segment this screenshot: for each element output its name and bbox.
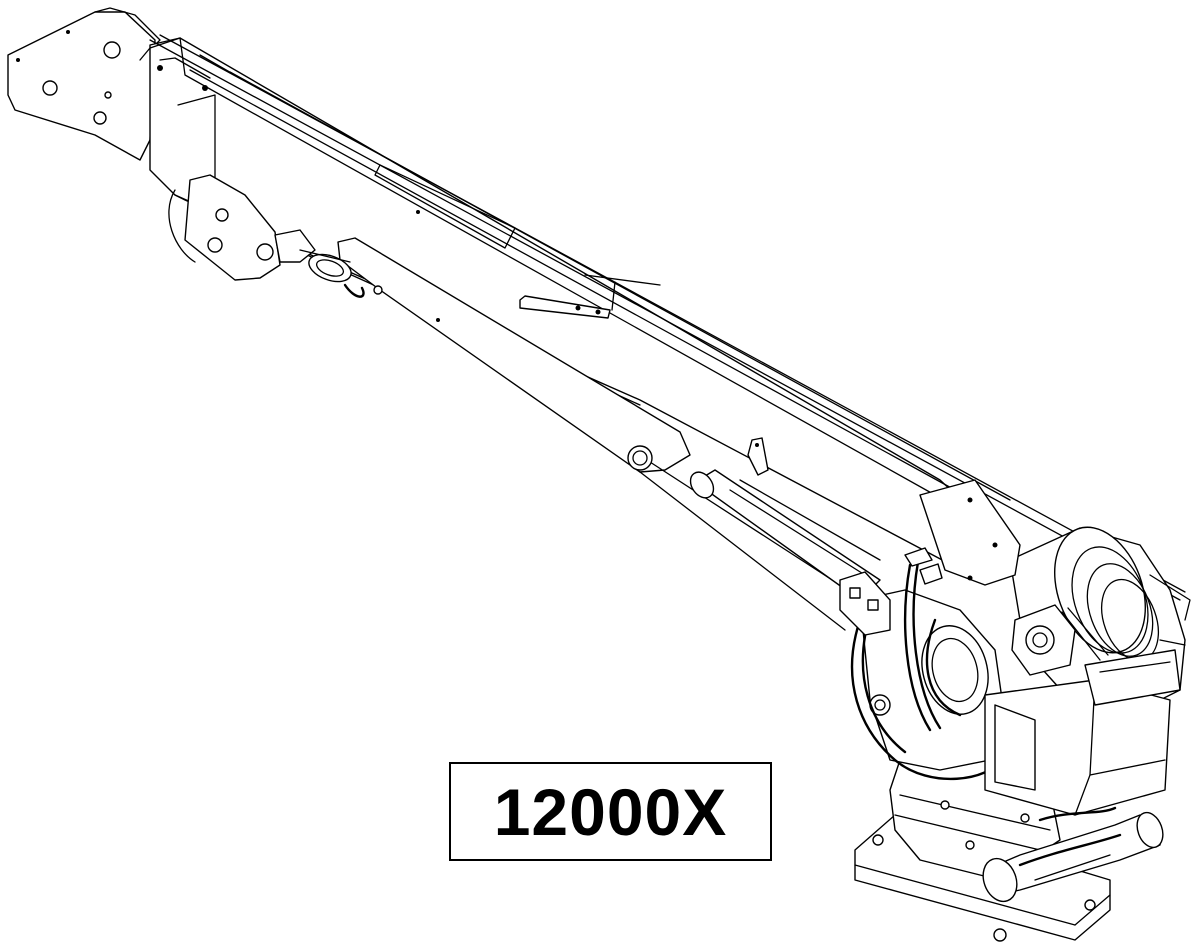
hook-block (168, 174, 383, 298)
remote-connector (982, 806, 1164, 903)
boom-cross-bracket (519, 274, 661, 319)
boom-lug (747, 437, 769, 476)
control-box (984, 649, 1181, 816)
model-label: 12000X (449, 762, 772, 861)
pivot-bracket (919, 479, 1021, 586)
winch-motor (1011, 604, 1109, 676)
boom-lower-arm (337, 237, 861, 631)
boom-tip-bracket (7, 7, 179, 161)
boom-top-rail (149, 34, 1186, 601)
valve-block (839, 547, 943, 636)
hydraulic-cylinder (689, 469, 881, 601)
